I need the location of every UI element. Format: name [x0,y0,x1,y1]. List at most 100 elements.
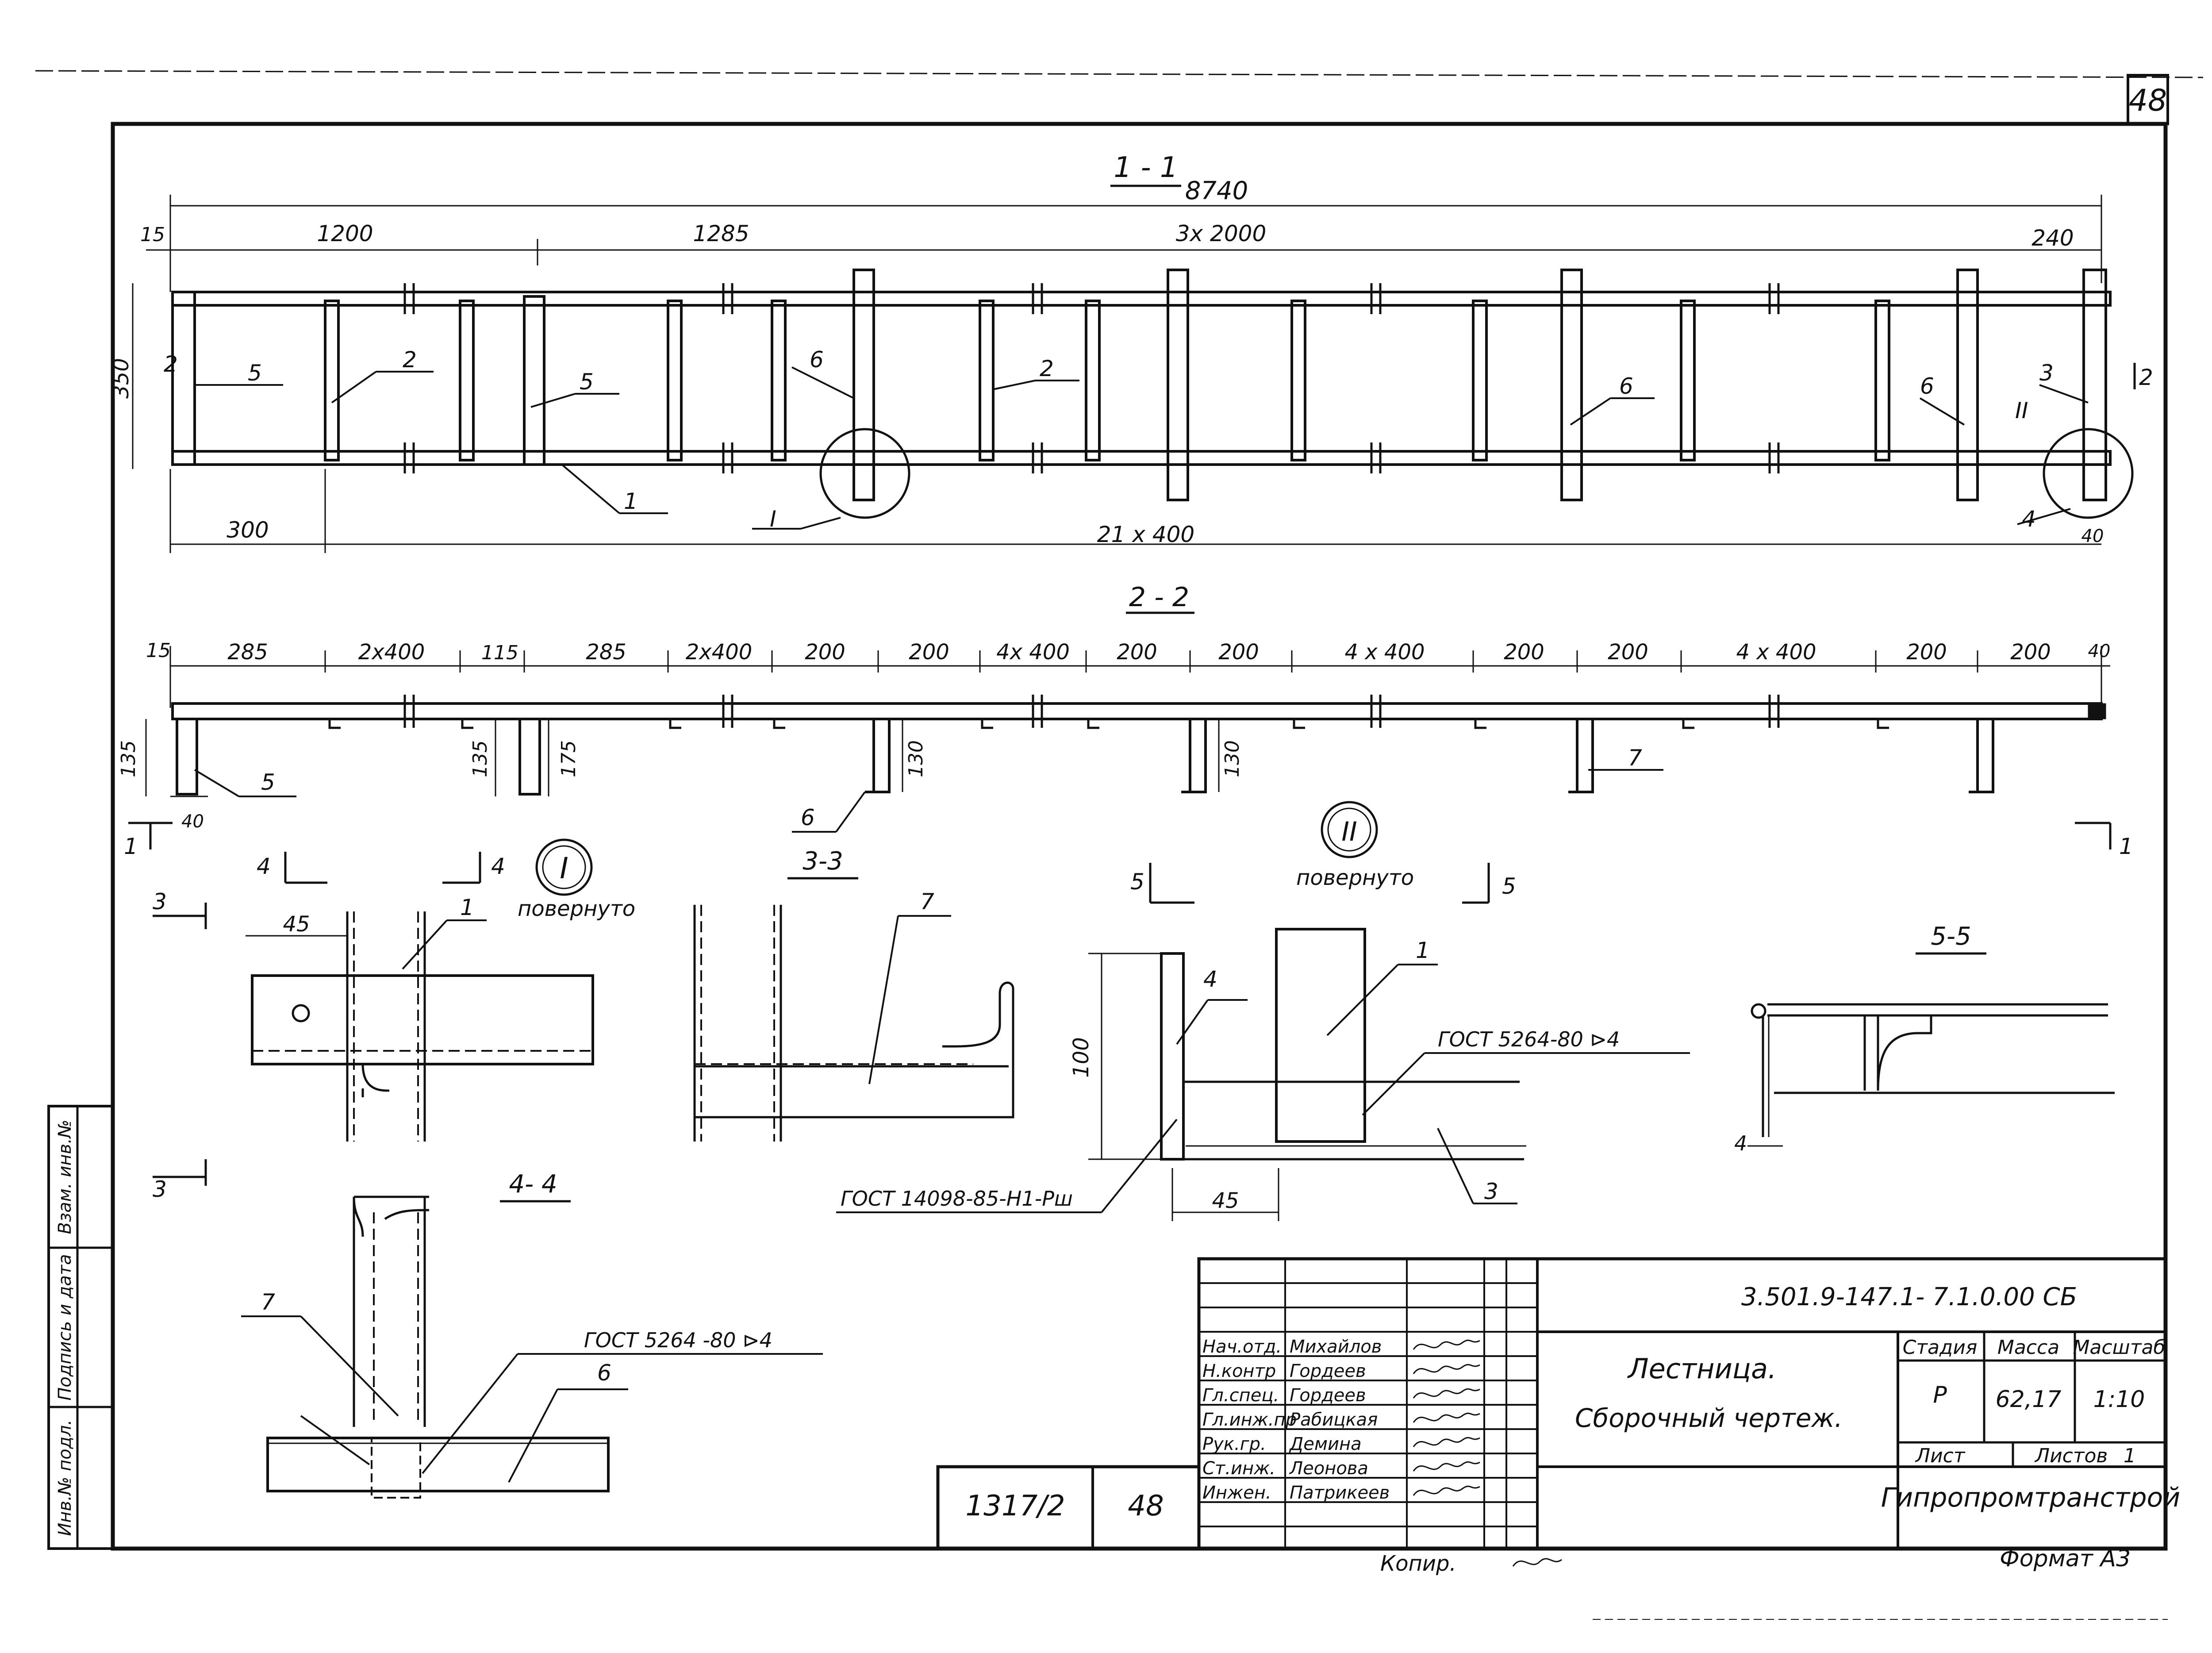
dim22-285a: 285 [227,640,268,665]
cut-4-right: 4 [491,853,505,879]
detail-ref-2: II [2015,398,2028,423]
s44-mark-7: 7 [261,1289,275,1315]
mark-6a: 6 [810,347,824,373]
cut-mark-1-right: 1 [2119,834,2133,859]
stringer-detail-I [251,974,594,1065]
cut-mark-1-left: 1 [124,834,138,859]
person-4: Демина [1289,1434,1362,1454]
end-plate-right [2082,269,2107,501]
role-1: Н.контр [1202,1361,1276,1381]
dim22-200f: 200 [1608,640,1648,665]
side-stamp-replaced: Взам. инв.№ [55,1120,75,1234]
section-4-4: 4- 4 7 6 ГОСТ 5264 -80 ⊳4 [241,1170,823,1499]
person-5: Леонова [1289,1458,1368,1479]
mark-5a: 5 [248,360,262,386]
section-4-4-plate [266,1437,610,1492]
detail-I-mark-1: 1 [460,895,474,920]
detail-II: II повернуто 5 5 100 45 4 1 3 ГОСТ 5264-… [836,801,1690,1221]
section-title-2-2: 2 - 2 [1129,582,1189,613]
s33-mark-7: 7 [920,889,934,915]
dim-21x400: 21 x 400 [1097,522,1194,547]
dim-15: 15 [140,223,165,246]
dII-mark-4: 4 [1203,966,1217,992]
detail-I-bubble [535,838,593,896]
detail-circle-2 [2043,428,2134,519]
stage-value: Р [1933,1382,1947,1408]
section-title-1-1: 1 - 1 [1114,151,1178,184]
dII-mark-3: 3 [1484,1179,1498,1204]
detail-I: 4 4 I повернуто 3 3 45 1 [153,838,635,1202]
role-2: Гл.спец. [1202,1385,1279,1406]
dim22-135b: 135 [469,740,492,777]
gost-bolt-note: ГОСТ 14098-85-Н1-Рш [841,1187,1073,1211]
stringer-bottom [171,450,2112,466]
dim-45b: 45 [1212,1188,1239,1213]
s44-mark-6: 6 [597,1360,611,1386]
mark-1: 1 [624,488,638,514]
mark-6c: 6 [1920,373,1934,399]
dim-100: 100 [1069,1037,1094,1078]
side-stamp: Взам. инв.№ Подпись и дата Инв.№ подл. [47,1105,114,1550]
role-4: Рук.гр. [1202,1434,1266,1454]
dim22-2x400b: 2x400 [686,640,753,665]
rung-end-mid [518,718,541,796]
stringer-top [171,291,2112,307]
dim22-175: 175 [557,740,580,777]
person-2: Гордеев [1290,1385,1366,1406]
copied-label: Копир. [1380,1551,1456,1576]
mark22-5: 5 [261,769,275,795]
sheets-value: 1 [2124,1445,2136,1467]
sheet-number-box [2127,74,2169,125]
scan-edge [35,70,2204,78]
dim-40: 40 [2081,526,2104,546]
dim22-4x400a: 4x 400 [996,640,1070,665]
detail-circle-1 [819,428,910,519]
dim22-40b: 40 [181,811,204,832]
mark-6b: 6 [1619,373,1633,399]
dim22-130a: 130 [905,740,927,777]
dim22-40: 40 [2088,641,2111,661]
mass-value: 62,17 [1996,1386,2062,1413]
title-block: 1317/2 48 3.501.9-147.1- 7.1.0.00 СБ Лес… [936,1257,2181,1567]
role-6: Инжен. [1202,1483,1271,1503]
dim22-285b: 285 [586,640,626,665]
role-5: Ст.инж. [1202,1458,1275,1479]
end-plate-left [171,291,196,466]
dim22-4x400b: 4 x 400 [1344,640,1425,665]
section-title-4-4: 4- 4 [509,1170,557,1199]
dim-1285: 1285 [693,221,749,246]
album-code: 1317/2 [965,1490,1065,1522]
cut-3-bottom: 3 [153,1176,167,1202]
scale-header: Масштаб [2073,1336,2165,1359]
side-stamp-inventory: Инв.№ подл. [55,1419,75,1536]
detail-I-rotated: повернуто [518,896,635,921]
section-3-3: 3-3 7 [693,847,1014,1142]
dim-3x2000: 3x 2000 [1176,221,1267,246]
dim-240: 240 [2032,225,2074,251]
person-6: Патрикеев [1290,1483,1390,1503]
dim22-200g: 200 [1906,640,1947,665]
section-1-1: 1 - 1 8740 15 1200 1285 3x 2000 240 [109,151,2153,553]
mark-2a: 2 [403,347,417,373]
detail-II-label: II [1341,816,1357,847]
dim22-200h: 200 [2010,640,2051,665]
mark-2b: 2 [1040,356,1054,381]
cut-4-left: 4 [257,853,271,879]
dim22-115: 115 [481,642,518,664]
dim-4: 4 [1734,1131,1747,1155]
drawing-frame [111,122,2168,1551]
mass-header: Масса [1997,1336,2059,1359]
dim-total: 8740 [1185,177,1248,205]
dim22-130b: 130 [1221,740,1244,777]
role-0: Нач.отд. [1202,1337,1282,1357]
detail-II-rotated: повернуто [1296,865,1414,890]
rung-end-left [176,718,198,796]
mark22-7: 7 [1628,745,1642,771]
gost-weld-note-2: ГОСТ 5264 -80 ⊳4 [584,1328,772,1352]
organization: Гипропромтранстрой [1881,1482,2181,1513]
person-0: Михайлов [1290,1337,1382,1357]
detail-II-bubble [1321,801,1378,858]
section-2-2: 2 - 2 15 285 2x400 115 285 2x400 [117,582,2133,859]
section-title-5-5: 5-5 [1931,922,1971,951]
dim22-200b: 200 [909,640,949,665]
